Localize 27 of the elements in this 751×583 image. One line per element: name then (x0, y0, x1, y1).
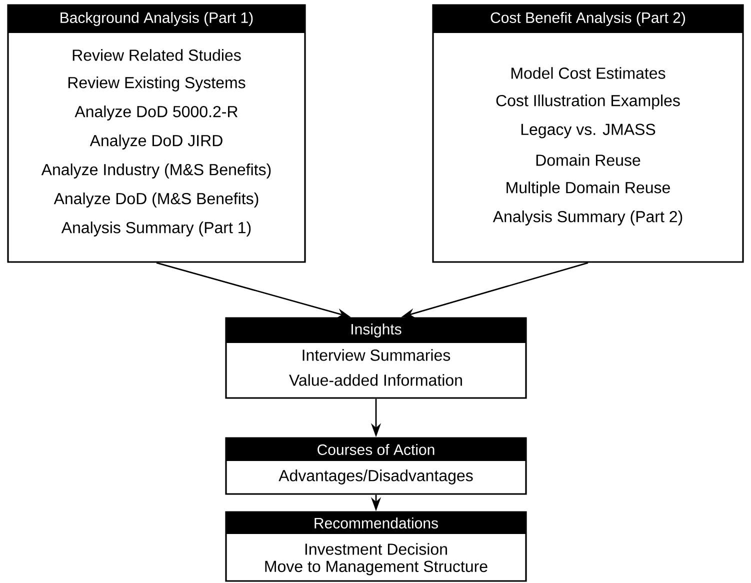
item-text: Legacy vs. JMASS (521, 124, 656, 138)
item-text: Domain Reuse (536, 154, 640, 166)
process-box (225, 317, 527, 399)
item-text: Investment Decision (305, 543, 447, 555)
item-text: Analyze DoD 5000.2-R (74, 106, 238, 120)
header-bar: Background Analysis (Part 1) (8, 5, 305, 33)
item-text: Move to Management Structure (265, 560, 488, 576)
process-box (7, 4, 306, 263)
item-text: Analyze DoD (M&S Benefits) (54, 192, 258, 208)
header-bar: Recommendations (226, 512, 526, 534)
item-text: Value-added Information (289, 374, 462, 386)
item-text: Review Existing Systems (68, 76, 246, 92)
header-bar: Courses of Action (226, 438, 526, 461)
process-box (225, 437, 527, 495)
item-text: Advantages/Disadvantages (278, 470, 473, 484)
item-text: Review Related Studies (72, 49, 241, 61)
process-box (432, 4, 744, 263)
item-text: Analyze DoD JIRD (90, 134, 222, 150)
item-text: Interview Summaries (302, 349, 450, 361)
item-text: Multiple Domain Reuse (506, 182, 670, 196)
item-text: Analysis Summary (Part 1) (61, 222, 251, 236)
item-text: Analyze Industry (M&S Benefits) (41, 164, 271, 178)
item-text: Model Cost Estimates (512, 67, 666, 79)
header-bar: Cost Benefit Analysis (Part 2) (433, 5, 744, 33)
process-box (225, 511, 527, 582)
item-text: Cost Illustration Examples (496, 94, 680, 110)
item-text: Analysis Summary (Part 2) (492, 210, 682, 226)
